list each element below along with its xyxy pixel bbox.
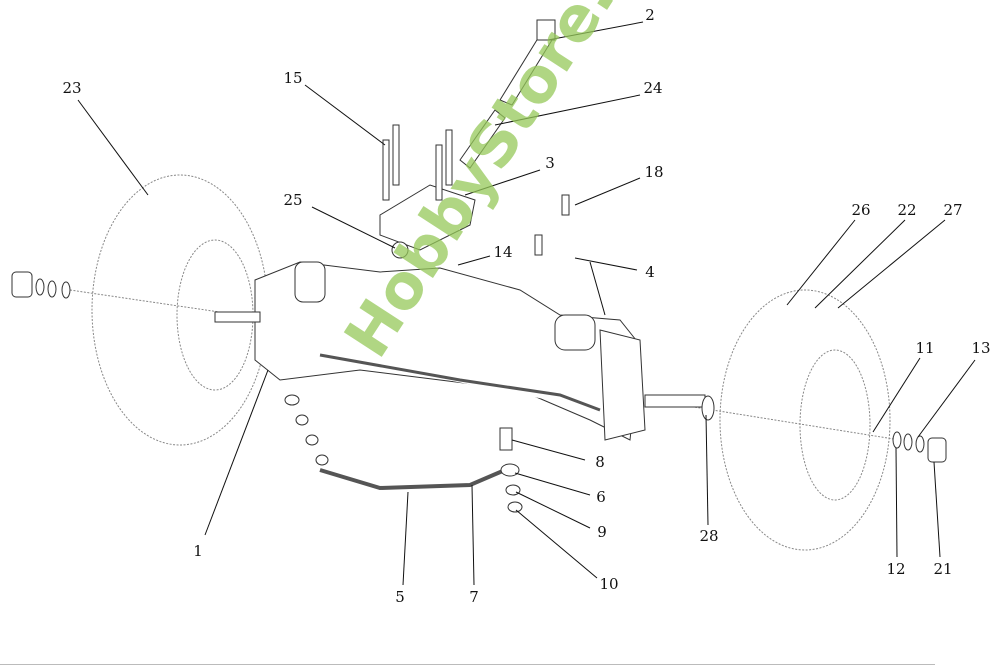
- callout-14: 14: [493, 243, 513, 261]
- sleeve: [459, 109, 506, 169]
- callout-2: 2: [645, 6, 655, 24]
- callout-18: 18: [644, 163, 664, 181]
- callout-4: 4: [645, 263, 655, 281]
- callout-15: 15: [283, 69, 303, 87]
- callout-1: 1: [193, 542, 203, 560]
- callout-6: 6: [596, 488, 606, 506]
- callout-5: 5: [395, 588, 405, 606]
- callout-28: 28: [699, 527, 719, 545]
- callout-9: 9: [597, 523, 607, 541]
- callout-26: 26: [851, 201, 871, 219]
- callout-25: 25: [283, 191, 303, 209]
- callout-22: 22: [897, 201, 917, 219]
- tie-rod: [319, 468, 506, 491]
- callout-10: 10: [599, 575, 619, 593]
- right-rim: [799, 349, 871, 501]
- right-tire: [719, 289, 891, 551]
- callout-3: 3: [545, 154, 555, 172]
- callout-12: 12: [886, 560, 906, 578]
- callout-27: 27: [943, 201, 963, 219]
- leader-lines: [77, 21, 976, 586]
- bracket: [379, 184, 476, 251]
- callout-23: 23: [62, 79, 82, 97]
- callout-13: 13: [971, 339, 991, 357]
- callout-8: 8: [595, 453, 605, 471]
- callout-7: 7: [469, 588, 479, 606]
- left-tire: [91, 174, 269, 446]
- callout-21: 21: [933, 560, 953, 578]
- callout-24: 24: [643, 79, 663, 97]
- callout-11: 11: [915, 339, 935, 357]
- bottom-divider: [0, 664, 935, 665]
